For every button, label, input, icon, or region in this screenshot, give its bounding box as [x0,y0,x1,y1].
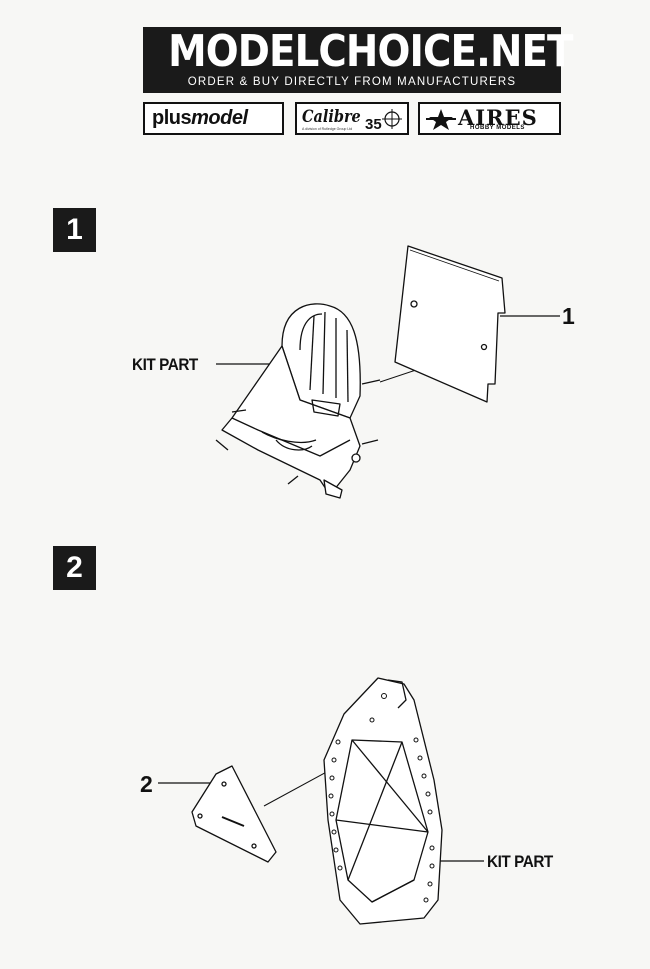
step-2-part-number: 2 [140,771,153,797]
calibre-logo-text: Calibre [302,107,361,127]
step-1-kit-part-label: KIT PART [132,355,198,374]
step-2-badge: 2 [53,546,96,590]
calibre35-logo[interactable]: Calibre 35 A division of Rutledge Group … [295,102,409,135]
modelchoice-banner[interactable]: MODELCHOICE.NET ORDER & BUY DIRECTLY FRO… [143,26,573,93]
crosshair-icon [382,109,402,129]
step-1-badge: 1 [53,208,96,252]
aires-logo-text: AIRES [458,105,538,130]
calibre-logo-number: 35 [365,116,382,133]
plusmodel-logo-text: plusmodel [152,107,248,129]
calibre-logo-tagline: A division of Rutledge Group Ltd [302,127,353,131]
banner-title: MODELCHOICE.NET [168,26,573,77]
step-2-kit-part-label: KIT PART [487,852,553,871]
banner-subtitle: ORDER & BUY DIRECTLY FROM MANUFACTURERS [187,76,517,88]
plusmodel-logo[interactable]: plusmodel [143,102,284,135]
aires-logo[interactable]: AIRES HOBBY MODELS [418,102,561,135]
star-emblem-icon [426,109,456,130]
aires-logo-subtitle: HOBBY MODELS [470,125,525,131]
step-1-part-number: 1 [562,303,575,329]
